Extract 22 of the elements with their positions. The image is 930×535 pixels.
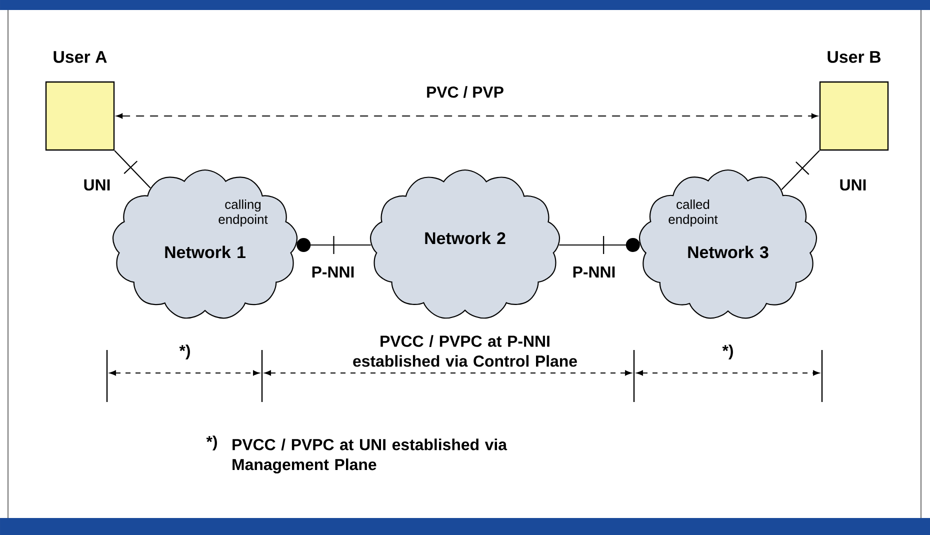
note-text: PVCC / PVPC at P-NNI established via Control Plane [353, 335, 577, 367]
network-cloud: calling endpoint Network 1 [112, 169, 298, 319]
note-text: *) [179, 344, 190, 360]
user-box: User B [819, 51, 889, 151]
network-cloud: Network 2 [370, 169, 560, 319]
note-text: PVCC / PVPC at UNI established via Management Plane [232, 438, 508, 474]
user-box: User A [45, 51, 115, 151]
connector [781, 150, 820, 190]
node-label: User B [828, 51, 881, 63]
connector [296, 235, 371, 255]
connector [559, 235, 640, 255]
connector [114, 150, 151, 188]
network-cloud: called endpoint Network 3 [638, 169, 818, 319]
edge-label: P-NNI [571, 266, 617, 278]
note-text: *) [206, 436, 217, 450]
edge-label: UNI [838, 178, 868, 192]
node-label: User A [54, 51, 107, 63]
connector [116, 113, 818, 119]
edge-label: UNI [82, 178, 112, 192]
edge-label: PVC / PVP [425, 85, 505, 99]
edge-label: P-NNI [310, 266, 356, 278]
note-text: *) [722, 344, 733, 360]
